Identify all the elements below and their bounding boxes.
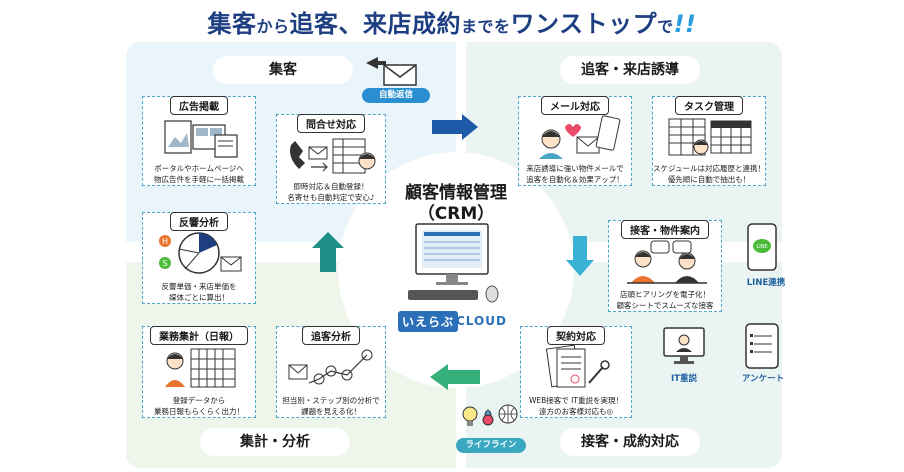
- card-desc: ポータルやホームページへ 物広告件を手軽に一括掲載: [154, 164, 244, 184]
- flow-arrow-down: [566, 236, 594, 276]
- card-title: 反響分析: [170, 212, 228, 231]
- smartphone-icon: [539, 115, 621, 159]
- logo-en: CLOUD: [456, 314, 507, 328]
- card-service: 接客・物件案内 店頭ヒアリングを電子化！ 顧客シートでスムーズな接客: [608, 220, 722, 312]
- card-desc: 反響単価・来店単価を 媒体ごとに算出！: [161, 282, 237, 302]
- pie-chart-icon: H S: [159, 232, 242, 274]
- card-contract: 契約対応 WEB接客で IT重説を実現！ 遠方のお客様対応も◎: [520, 326, 632, 418]
- service-illustration-icon: [627, 240, 707, 284]
- card-reaction: 反響分析 H S 反響単価・来店単価を 媒体ごとに算出！: [142, 212, 256, 304]
- phone-icon: [290, 138, 376, 174]
- line-chart-icon: [288, 349, 373, 385]
- crm-title: 顧客情報管理 （CRM）: [405, 183, 507, 224]
- smartphone-icon: LINE: [747, 223, 777, 271]
- card-title: メール対応: [541, 96, 609, 115]
- headline: 集客から追客、来店成約までをワンストップで!!: [0, 4, 904, 39]
- card-tracking: 追客分析 担当別・ステップ別の分析で 課題を見える化！: [276, 326, 386, 418]
- card-desc: スケジュールは対応履歴と連携！ 優先順に自動で抽出も！: [653, 164, 765, 184]
- auto-reply-badge: 自動返信: [362, 88, 430, 103]
- card-desc: WEB接客で IT重説を実現！ 遠方のお客様対応も◎: [529, 396, 623, 416]
- section-tsuikyaku: 追客・来店誘導: [560, 56, 700, 84]
- section-shukyaku: 集客: [213, 56, 353, 84]
- report-illustration-icon: [165, 348, 236, 388]
- headline-part: ワンストップ: [510, 10, 658, 38]
- card-mail: メール対応 来店誘導に強い物件メールで 追客を自動化＆効果アップ！: [518, 96, 632, 186]
- card-desc: 来店誘導に強い物件メールで 追客を自動化＆効果アップ！: [526, 164, 624, 184]
- svg-text:LINE: LINE: [756, 244, 767, 250]
- headline-part: 集客: [207, 10, 257, 38]
- document-icon: [545, 344, 610, 388]
- line-label: LINE連携: [746, 278, 786, 288]
- card-title: 契約対応: [547, 326, 605, 345]
- iierabu-cloud-logo: いえらぶ CLOUD: [398, 311, 518, 332]
- flow-arrow-right: [432, 114, 478, 140]
- ad-illustration-icon: [164, 120, 238, 158]
- calendar-icon: [668, 118, 752, 156]
- logo-jp: いえらぶ: [398, 311, 459, 332]
- card-task: タスク管理 スケジュールは対応履歴と連携！ 優先順に自動で抽出も！: [652, 96, 766, 186]
- card-inquiry: 問合せ対応 即時対応＆自動登録！ 名寄せも自動判定で安心♪: [276, 114, 386, 204]
- card-desc: 即時対応＆自動登録！ 名寄せも自動判定で安心♪: [287, 182, 375, 202]
- card-desc: 担当別・ステップ別の分析で 課題を見える化！: [282, 396, 380, 416]
- card-business: 業務集計（日報） 登録データから 業務日報もらくらく出力！: [142, 326, 256, 418]
- card-title: 接客・物件案内: [621, 220, 709, 239]
- headline-part: から: [256, 17, 290, 36]
- section-sekkyaku: 接客・成約対応: [560, 428, 700, 456]
- svg-text:H: H: [162, 237, 168, 246]
- headline-part: までを: [461, 17, 511, 36]
- lightbulb-icon: [462, 404, 518, 426]
- flow-arrow-up: [312, 232, 344, 272]
- monitor-icon: [663, 327, 705, 364]
- it-label: IT重説: [671, 374, 697, 384]
- mail-icon: [366, 57, 417, 86]
- headline-part: で: [657, 17, 674, 36]
- flow-arrow-left: [430, 364, 480, 390]
- lifeline-badge: ライフライン: [456, 438, 526, 453]
- card-title: 業務集計（日報）: [150, 326, 248, 345]
- headline-accent: !!: [673, 10, 697, 38]
- section-shukei: 集計・分析: [200, 428, 350, 456]
- survey-label: アンケート: [741, 374, 785, 384]
- card-title: 広告掲載: [170, 96, 228, 115]
- card-title: 追客分析: [302, 326, 360, 345]
- svg-text:S: S: [162, 259, 167, 268]
- monitor-icon: [408, 223, 499, 303]
- headline-part: 追客、来店成約: [289, 10, 462, 38]
- card-ad: 広告掲載 ポータルやホームページへ 物広告件を手軽に一括掲載: [142, 96, 256, 186]
- card-title: 問合せ対応: [297, 114, 365, 133]
- card-title: タスク管理: [675, 96, 743, 115]
- tablet-icon: [745, 323, 779, 369]
- card-desc: 店頭ヒアリングを電子化！ 顧客シートでスムーズな接客: [616, 290, 714, 310]
- card-desc: 登録データから 業務日報もらくらく出力！: [154, 396, 244, 416]
